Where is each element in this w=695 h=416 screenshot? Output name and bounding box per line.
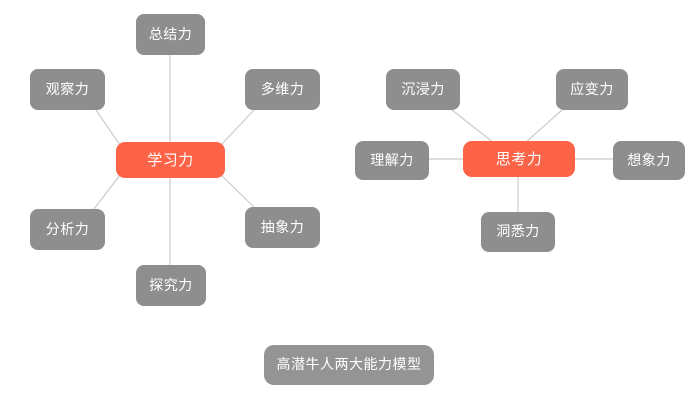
node-leaf-imagine[interactable]: 想象力 <box>613 141 685 180</box>
node-leaf-immerse[interactable]: 沉浸力 <box>386 69 460 110</box>
diagram-title-box: 高潜牛人两大能力模型 <box>264 345 434 385</box>
node-leaf-abstract[interactable]: 抽象力 <box>245 207 320 248</box>
connector-hub-learning-to-leaf-multidim <box>220 109 255 146</box>
connector-hub-learning-to-leaf-analyze <box>93 174 121 210</box>
node-leaf-analyze[interactable]: 分析力 <box>30 209 105 250</box>
node-leaf-explore[interactable]: 探究力 <box>136 265 206 306</box>
node-leaf-understand[interactable]: 理解力 <box>355 141 429 180</box>
node-leaf-summarize[interactable]: 总结力 <box>136 14 205 55</box>
connector-hub-learning-to-leaf-observe <box>95 109 121 146</box>
node-hub-thinking[interactable]: 思考力 <box>463 141 575 177</box>
node-leaf-adapt[interactable]: 应变力 <box>556 69 628 110</box>
connector-hub-thinking-to-leaf-adapt <box>524 109 563 144</box>
connector-hub-learning-to-leaf-abstract <box>220 174 255 208</box>
node-leaf-observe[interactable]: 观察力 <box>30 69 105 110</box>
node-leaf-multidim[interactable]: 多维力 <box>245 69 320 110</box>
node-leaf-insight[interactable]: 洞悉力 <box>481 212 555 252</box>
connector-hub-thinking-to-leaf-immerse <box>451 109 495 144</box>
node-hub-learning[interactable]: 学习力 <box>116 142 225 178</box>
